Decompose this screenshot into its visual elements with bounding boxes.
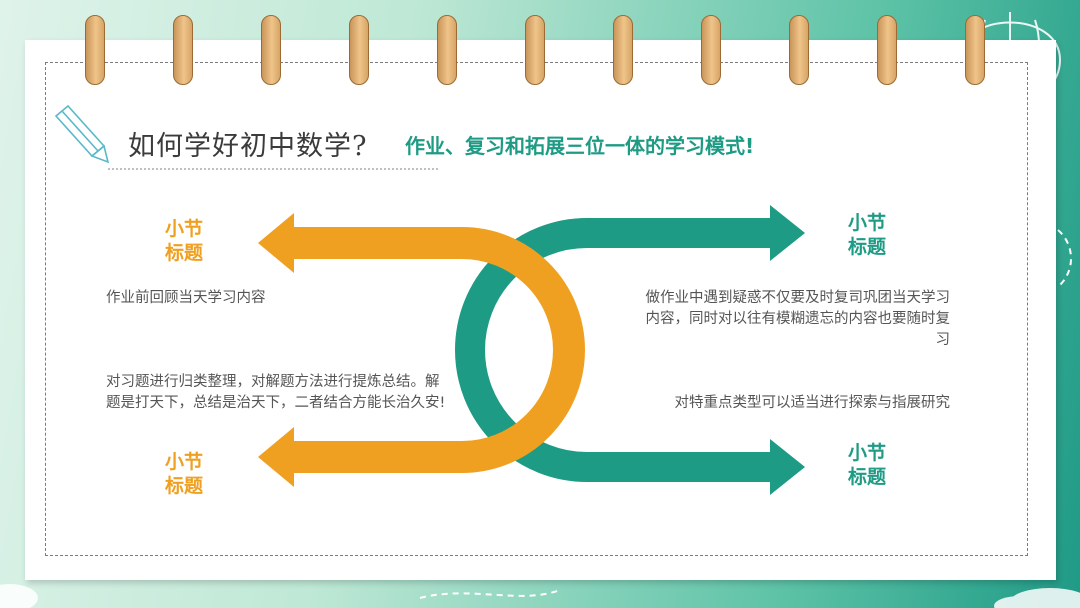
section-text-top-left: 作业前回顾当天学习内容 [106,288,366,309]
section-heading-top-left: 小节 标题 [165,217,203,265]
section-text-top-right: 做作业中遇到疑惑不仅要及时复司巩团当天学习内容，同时对以往有模糊遗忘的内容也要随… [640,288,950,351]
section-text-bottom-left: 对习题进行归类整理，对解题方法进行提炼总结。解题是打天下，总结是治天下，二者结合… [106,372,451,414]
orange-arrow-shape [258,213,569,487]
section-heading-bottom-left: 小节 标题 [165,450,203,498]
section-heading-top-right: 小节 标题 [848,211,886,259]
section-text-bottom-right: 对特重点类型可以适当进行探索与指展研究 [620,393,950,414]
section-heading-bottom-right: 小节 标题 [848,441,886,489]
